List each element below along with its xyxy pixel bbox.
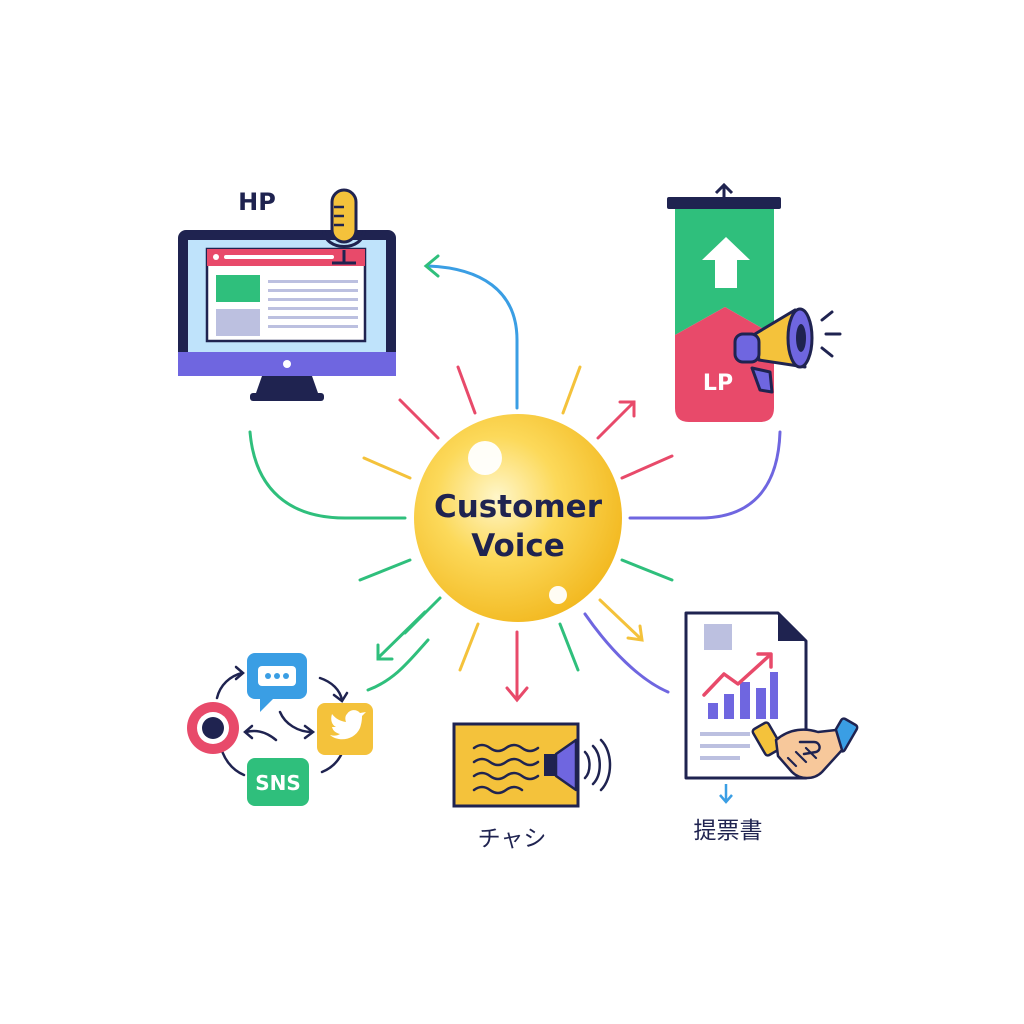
arrowhead: [505, 686, 529, 703]
speaker-icon: [544, 738, 612, 792]
center-title-line2: Voice: [471, 528, 565, 564]
customer-voice-sun: Customer Voice: [414, 414, 622, 622]
ray: [620, 454, 674, 480]
ray: [558, 622, 580, 672]
arrowhead: [376, 643, 394, 661]
sns-node: SNS: [187, 653, 373, 806]
sns-label: SNS: [255, 771, 301, 795]
lp-node: LP: [667, 182, 842, 422]
ray: [362, 456, 412, 480]
ray: [456, 365, 477, 415]
flyer-node: チャシ: [452, 722, 612, 852]
hp-node: HP: [178, 188, 396, 401]
sns-badge: [247, 758, 309, 806]
monitor-icon: [178, 230, 396, 401]
sun-highlight: [468, 441, 502, 475]
sun-rays: [358, 365, 674, 672]
connector-sns-curve: [366, 638, 430, 692]
record-ring-icon: [187, 702, 239, 754]
ray: [358, 558, 412, 582]
proposal-node: 提票書: [684, 611, 859, 844]
handshake-icon: [751, 717, 859, 780]
connector-proposal-curve: [583, 612, 670, 694]
arrowhead: [618, 400, 636, 418]
connector-hp-bottom: [248, 430, 407, 520]
ray: [620, 558, 674, 582]
arrowhead: [626, 624, 644, 642]
proposal-label: 提票書: [694, 818, 763, 844]
connector-to-proposal: [598, 598, 642, 640]
microphone-icon: [322, 188, 366, 265]
flyer-label: チャシ: [478, 826, 547, 852]
bird-icon: [317, 703, 373, 755]
hp-label: HP: [238, 188, 276, 216]
connector-lp-bottom: [628, 430, 782, 520]
connector-to-sns: [376, 610, 427, 660]
ray: [561, 365, 582, 415]
ray: [458, 622, 480, 672]
ray: [398, 398, 440, 440]
connector-to-hp: [426, 264, 519, 410]
center-title-line1: Customer: [434, 489, 603, 525]
lp-label: LP: [703, 371, 733, 396]
arrowhead: [719, 794, 733, 804]
sns-cycle-arrows: [215, 665, 349, 777]
sun-highlight-small: [549, 586, 567, 604]
chat-bubble-icon: [247, 653, 307, 712]
connectors: [248, 254, 782, 703]
connector-to-lp: [596, 400, 636, 440]
arrowhead: [423, 254, 440, 278]
megaphone-icon: [733, 307, 842, 394]
sun-circle: [414, 414, 622, 622]
